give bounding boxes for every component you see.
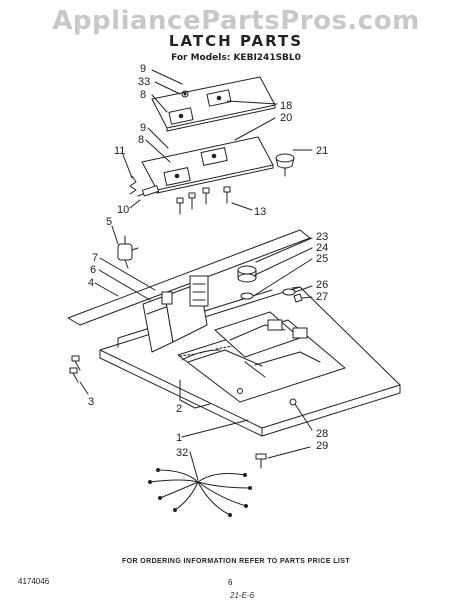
callout-label: 6 bbox=[90, 264, 96, 276]
callout-label: 18 bbox=[280, 100, 292, 112]
callout-label: 4 bbox=[88, 277, 94, 289]
screw-29 bbox=[255, 453, 267, 469]
callout-label: 5 bbox=[106, 216, 112, 228]
washers-26-27 bbox=[282, 288, 303, 303]
callout-label: 10 bbox=[117, 204, 129, 216]
switch-5 bbox=[117, 235, 139, 269]
model-subtitle: For Models: KEBI241SBL0 bbox=[171, 53, 301, 63]
callout-label: 24 bbox=[316, 242, 328, 254]
bolt-assembly-23 bbox=[237, 265, 257, 300]
callout-label: 8 bbox=[138, 134, 144, 146]
document-code: 4174046 bbox=[18, 577, 50, 586]
spring-11 bbox=[129, 175, 137, 195]
callout-label: 32 bbox=[176, 447, 188, 459]
callout-labels: 9 33 8 18 9 20 8 11 21 10 13 5 23 24 25 … bbox=[88, 63, 328, 459]
wiring-harness-32 bbox=[148, 468, 252, 517]
arm-4 bbox=[67, 229, 311, 326]
latch-mechanism bbox=[179, 311, 321, 378]
page-title: LATCH PARTS bbox=[168, 32, 304, 50]
solenoid-bracket bbox=[142, 275, 209, 353]
pin-10 bbox=[137, 185, 160, 197]
callout-label: 11 bbox=[114, 145, 125, 157]
callout-label: 25 bbox=[316, 253, 328, 265]
callout-label: 9 bbox=[140, 63, 146, 75]
callout-label: 2 bbox=[176, 403, 182, 415]
callout-label: 7 bbox=[92, 252, 98, 264]
callout-label: 27 bbox=[316, 291, 328, 303]
ordering-note: FOR ORDERING INFORMATION REFER TO PARTS … bbox=[121, 558, 351, 565]
callout-label: 8 bbox=[140, 89, 146, 101]
callout-label: 28 bbox=[316, 428, 328, 440]
middle-latch-plate bbox=[141, 136, 274, 194]
watermark: AppliancePartsPros.com bbox=[52, 6, 420, 36]
callout-label: 1 bbox=[176, 432, 182, 444]
callout-label: 26 bbox=[316, 279, 328, 291]
base-plate bbox=[99, 286, 401, 437]
screws-3 bbox=[69, 355, 81, 383]
screws-13 bbox=[176, 186, 231, 215]
callout-label: 21 bbox=[316, 145, 328, 157]
callout-label: 20 bbox=[280, 112, 292, 124]
leader-lines bbox=[79, 69, 313, 481]
upper-latch-plate bbox=[151, 76, 276, 132]
knob-21 bbox=[275, 153, 295, 177]
callout-label: 13 bbox=[254, 206, 266, 218]
page-number: 6 bbox=[228, 578, 233, 587]
callout-label: 3 bbox=[88, 396, 94, 408]
callout-label: 9 bbox=[140, 122, 146, 134]
callout-label: 33 bbox=[138, 76, 150, 88]
handwritten-code: 21-E-6 bbox=[230, 591, 255, 600]
callout-label: 29 bbox=[316, 440, 328, 452]
callout-label: 23 bbox=[316, 231, 328, 243]
